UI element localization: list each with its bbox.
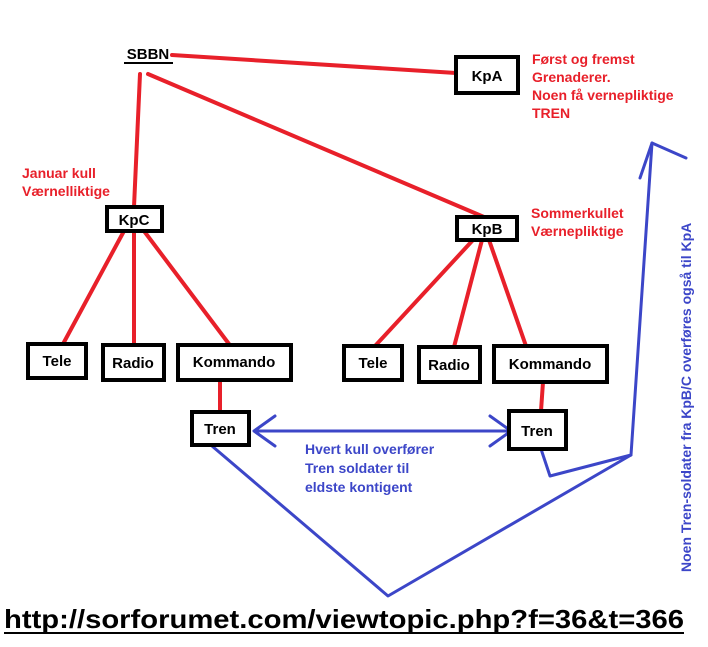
label-kpc-tele: Tele (43, 353, 72, 370)
kpa-note-line-1: Først og fremst (532, 51, 635, 67)
box-kpc-radio (101, 343, 166, 382)
line-sbbn-kpa (170, 53, 458, 75)
blue-annotations: Hvert kull overfører Tren soldater til e… (305, 223, 694, 572)
box-kpc (105, 205, 164, 233)
line-kpb-kommando-tren (539, 380, 545, 413)
box-kpb-tren (507, 409, 568, 451)
label-kpb-radio: Radio (428, 357, 470, 374)
label-kpc-tren: Tren (204, 421, 236, 438)
label-kpb-kommando: Kommando (509, 356, 592, 373)
source-url: http://sorforumet.com/viewtopic.php?f=36… (4, 604, 684, 634)
red-annotations: Først og fremst Grenaderer. Noen få vern… (22, 51, 674, 239)
line-sbbn-kpc (132, 72, 142, 209)
label-kpa: KpA (472, 68, 503, 85)
kpa-note-line-3: Noen få vernepliktige (532, 87, 674, 103)
node-boxes (26, 55, 609, 451)
line-kpc-kommando (142, 229, 231, 346)
box-kpb-kommando (492, 344, 609, 384)
kpc-note-line-2: Værnelliktige (22, 183, 110, 199)
transfer-note-line-3: eldste kontigent (305, 479, 413, 495)
line-kpb-tele (373, 238, 475, 348)
kpb-note-line-2: Værnepliktige (531, 223, 624, 239)
box-kpb-tele (342, 344, 404, 382)
kpa-note-line-4: TREN (532, 105, 570, 121)
label-kpc-kommando: Kommando (193, 354, 276, 371)
box-kpc-tele (26, 342, 88, 380)
v-path-to-kpa (210, 141, 654, 598)
hierarchy-lines (61, 53, 545, 414)
kpb-note-line-1: Sommerkullet (531, 205, 624, 221)
label-kpc-radio: Radio (112, 355, 154, 372)
box-kpa (454, 55, 520, 95)
kpb-tren-connector (539, 447, 633, 478)
box-kpc-kommando (176, 343, 293, 382)
transfer-note-line-1: Hvert kull overfører (305, 441, 435, 457)
box-kpb (455, 215, 519, 242)
kpa-arrow-head (638, 141, 688, 180)
box-kpc-tren (190, 410, 251, 447)
line-kpb-kommando (487, 238, 528, 348)
kpc-note-line-1: Januar kull (22, 165, 96, 181)
line-kpb-radio (452, 238, 484, 349)
vertical-note: Noen Tren-soldater fra KpB/C overføres o… (678, 223, 694, 572)
transfer-note-line-2: Tren soldater til (305, 460, 409, 476)
label-kpb: KpB (472, 221, 503, 238)
node-labels: SBBN KpA KpC KpB Tele Radio Kommando Tre… (43, 46, 592, 440)
line-kpc-tele (61, 229, 126, 346)
label-kpc: KpC (119, 212, 150, 229)
label-kpb-tren: Tren (521, 423, 553, 440)
label-sbbn: SBBN (127, 46, 170, 63)
double-arrow-left-head (252, 414, 277, 448)
kpa-note-line-2: Grenaderer. (532, 69, 611, 85)
label-kpb-tele: Tele (359, 355, 388, 372)
box-kpb-radio (417, 345, 482, 384)
line-sbbn-kpb (146, 72, 486, 219)
